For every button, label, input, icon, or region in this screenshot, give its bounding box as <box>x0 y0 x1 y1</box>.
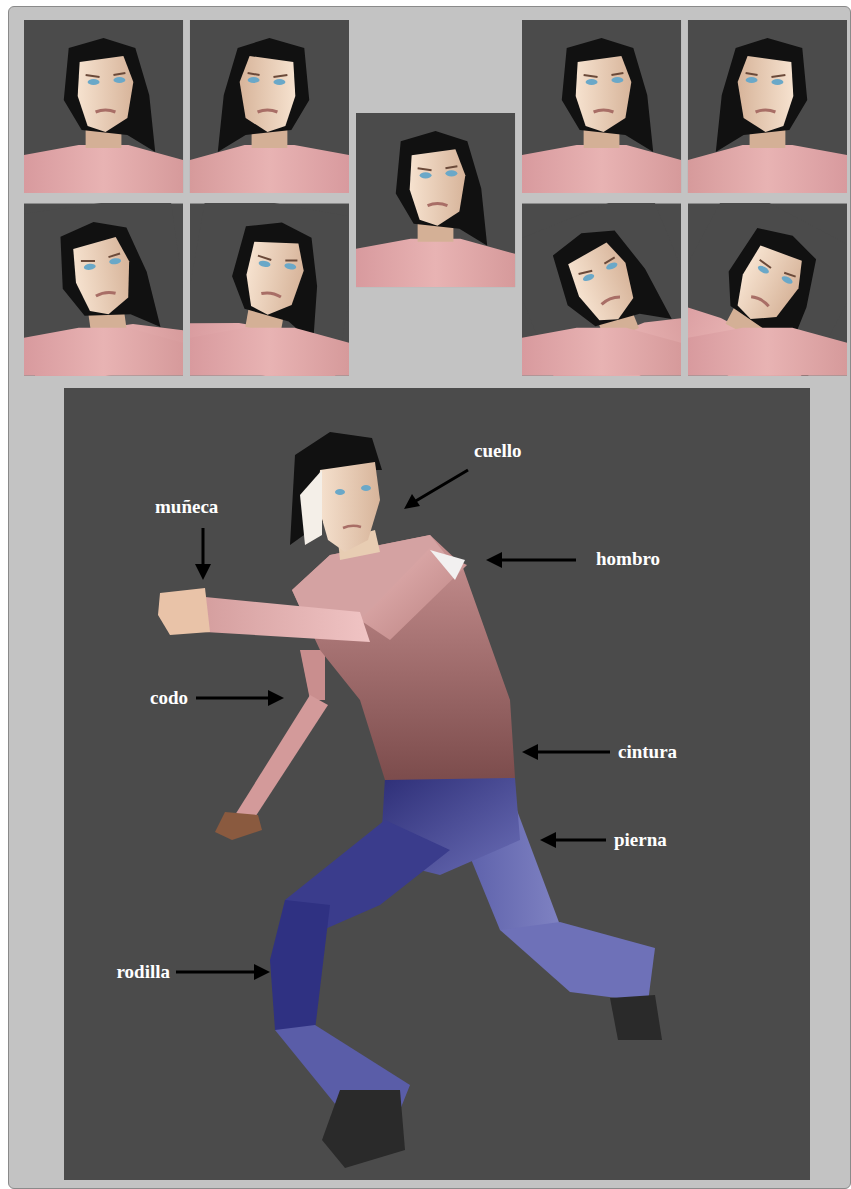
face-thumbnail <box>650 183 851 409</box>
part-label: muñeca <box>155 496 218 518</box>
face-thumbnail <box>522 20 681 193</box>
face-thumbnail <box>190 20 349 193</box>
part-label: cuello <box>474 440 522 462</box>
part-label: cintura <box>618 741 677 763</box>
part-label: rodilla <box>117 961 171 983</box>
part-label: hombro <box>596 548 660 570</box>
face-thumbnail <box>177 191 363 388</box>
face-thumbnail <box>356 113 515 287</box>
face-thumbnail <box>688 20 847 193</box>
character-figure <box>158 432 662 1168</box>
part-label: codo <box>150 687 188 709</box>
face-thumbnail <box>501 187 713 406</box>
part-label: pierna <box>614 829 667 851</box>
face-thumbnail <box>12 193 193 385</box>
main-panel <box>64 388 810 1180</box>
leader-arrows <box>176 470 610 980</box>
face-thumbnail <box>24 20 183 193</box>
